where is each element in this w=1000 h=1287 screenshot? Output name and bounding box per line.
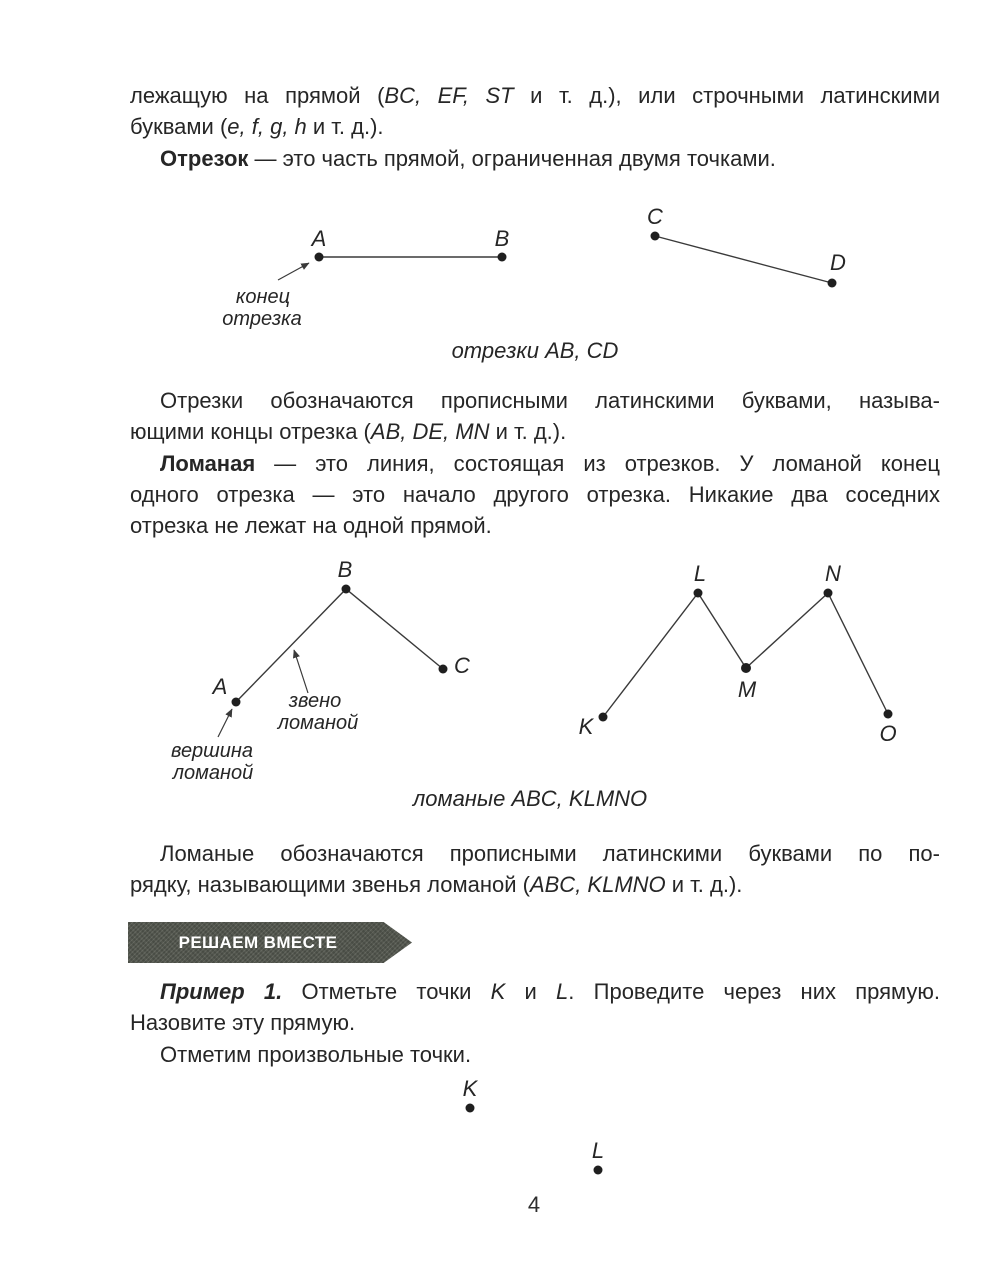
solve-together-banner: РЕШАЕМ ВМЕСТЕ — [128, 922, 412, 963]
banner-label: РЕШАЕМ ВМЕСТЕ — [178, 933, 338, 952]
text-line: буквами (e, f, g, h и т. д.). — [130, 114, 384, 139]
label-a: A — [310, 226, 327, 251]
page-number: 4 — [527, 1192, 541, 1217]
point-b — [497, 252, 507, 262]
point-d — [827, 278, 837, 288]
annotation-segment-end-line2: отрезка — [222, 308, 301, 330]
point-a — [314, 252, 324, 262]
label-o: O — [879, 721, 896, 746]
label-l: L — [592, 1138, 604, 1163]
pointer-arrow-zveno — [292, 649, 309, 694]
point-n — [823, 588, 833, 598]
label-n: N — [825, 561, 841, 586]
annotation-zveno-line1: звено — [288, 690, 342, 712]
label-k: K — [463, 1076, 479, 1101]
text-line: Назовите эту прямую. — [130, 1010, 356, 1035]
paragraph-lines-naming: лежащую на прямой (BC, EF, ST и т. д.), … — [130, 80, 940, 142]
text-line: Отметим произвольные точки. — [160, 1042, 472, 1067]
text-line: Отрезки обозначаются прописными латински… — [160, 388, 940, 413]
label-c: C — [647, 204, 663, 229]
label-l: L — [694, 561, 706, 586]
label-d: D — [830, 250, 846, 275]
paragraph-example-solution: Отметим произвольные точки. — [130, 1039, 940, 1070]
paragraph-segment-definition: Отрезок — это часть прямой, ограниченная… — [130, 143, 940, 174]
figure-points-k-l: K L — [463, 1076, 604, 1175]
annotation-zveno-line2: ломаной — [277, 712, 359, 734]
point-l — [593, 1165, 603, 1175]
segment-cd — [654, 235, 833, 284]
text-line: рядку, называющими звенья ломаной (ABC, … — [130, 872, 743, 897]
text-line: Ломаная — это линия, состоящая из отрезк… — [160, 451, 940, 476]
label-a: A — [211, 674, 228, 699]
text-line: лежащую на прямой (BC, EF, ST и т. д.), … — [130, 83, 940, 108]
text-line: ющими концы отрезка (AB, DE, MN и т. д.)… — [130, 419, 567, 444]
paragraph-broken-line-definition: Ломаная — это линия, состоящая из отрезк… — [130, 448, 940, 541]
point-l — [693, 588, 703, 598]
figure-segments-ab-cd: A B C D конец отрезка — [222, 204, 846, 330]
label-c: C — [454, 653, 470, 678]
label-k: K — [579, 714, 595, 739]
text-line: Отрезок — это часть прямой, ограниченная… — [160, 146, 776, 171]
point-o — [883, 709, 893, 719]
point-c — [650, 231, 660, 241]
pointer-arrow-segment-end — [277, 262, 310, 281]
label-m: M — [738, 677, 757, 702]
broken-line-abc — [235, 588, 444, 703]
label-b: B — [495, 226, 510, 251]
point-k — [465, 1103, 475, 1113]
point-b — [341, 584, 351, 594]
pointer-arrow-vershina — [217, 708, 233, 738]
text-line: Пример 1. Отметьте точки K и L. Проведит… — [160, 979, 941, 1004]
annotation-vershina-line2: ломаной — [172, 762, 254, 784]
paragraph-segments-naming: Отрезки обозначаются прописными латински… — [130, 385, 940, 447]
annotation-vershina-line1: вершина — [171, 740, 253, 762]
point-k — [598, 712, 608, 722]
point-a — [231, 697, 241, 707]
point-m — [741, 663, 751, 673]
figure2-caption: ломаные ABC, KLMNO — [412, 786, 648, 811]
text-line: одного отрезка — это начало другого отре… — [130, 482, 940, 507]
label-b: B — [338, 557, 353, 582]
paragraph-example-1: Пример 1. Отметьте точки K и L. Проведит… — [130, 976, 940, 1038]
paragraph-broken-lines-naming: Ломаные обозначаются прописными латински… — [130, 838, 940, 900]
figure1-caption: отрезки AB, CD — [451, 338, 619, 363]
figure-broken-lines: A B C K L M N O звено ломаной вершина ло… — [171, 557, 897, 784]
annotation-segment-end-line1: конец — [236, 286, 290, 308]
text-line: Ломаные обозначаются прописными латински… — [160, 841, 940, 866]
point-c — [438, 664, 448, 674]
text-line: отрезка не лежат на одной прямой. — [130, 513, 492, 538]
